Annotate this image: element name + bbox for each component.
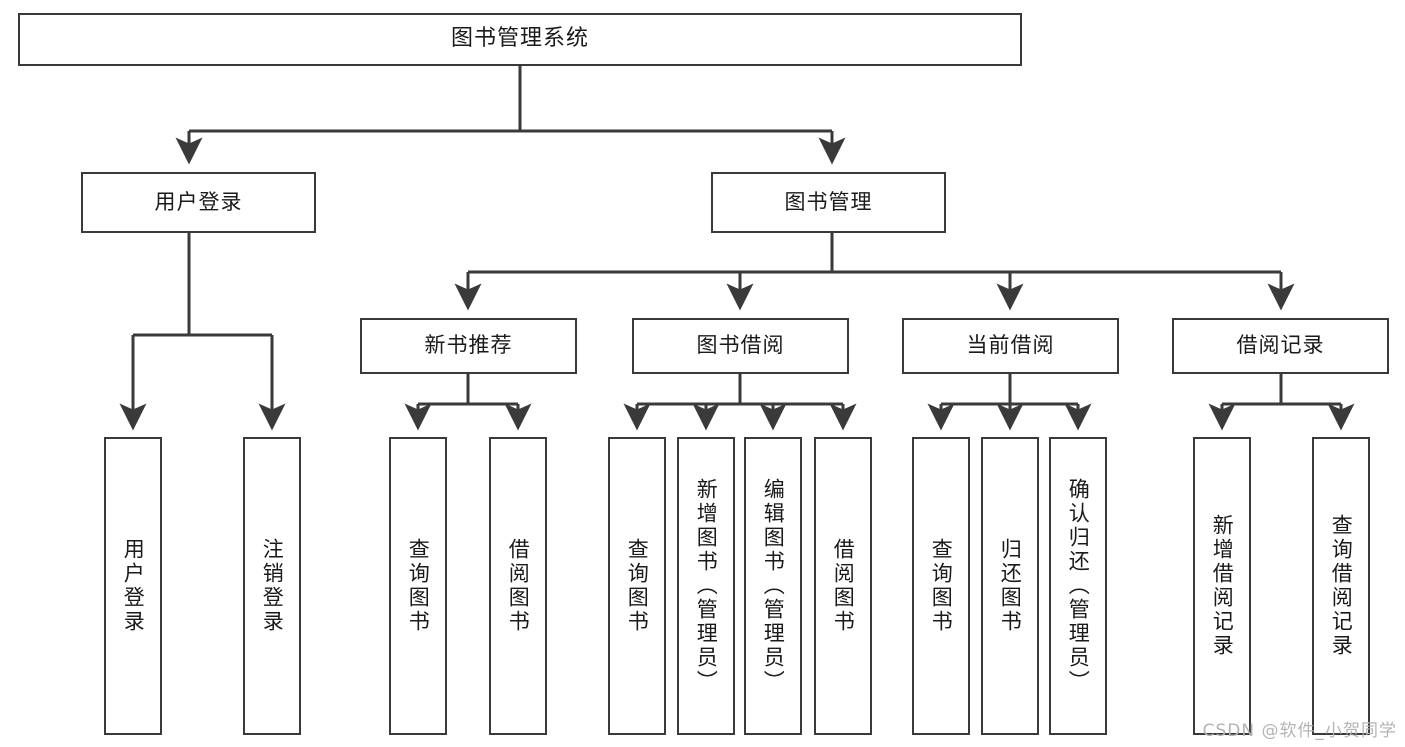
leaf-record-add-record[interactable]: 新增借阅记录 bbox=[1193, 437, 1251, 735]
leaf-user-login-logout[interactable]: 注销登录 bbox=[243, 437, 301, 735]
leaf-label: 借阅图书 bbox=[831, 538, 856, 634]
node-new-book-recommend[interactable]: 新书推荐 bbox=[360, 318, 577, 374]
leaf-user-login-login[interactable]: 用户登录 bbox=[104, 437, 162, 735]
leaf-record-query-record[interactable]: 查询借阅记录 bbox=[1312, 437, 1370, 735]
leaf-label: 新增图书（管理员） bbox=[694, 478, 719, 694]
leaf-label: 确认归还（管理员） bbox=[1066, 478, 1091, 694]
leaf-label: 查询图书 bbox=[406, 538, 431, 634]
leaf-borrow-query-book[interactable]: 查询图书 bbox=[608, 437, 666, 735]
leaf-label: 归还图书 bbox=[998, 538, 1023, 634]
leaf-current-return-book[interactable]: 归还图书 bbox=[981, 437, 1039, 735]
node-book-borrow[interactable]: 图书借阅 bbox=[632, 318, 849, 374]
node-book-management[interactable]: 图书管理 bbox=[711, 172, 946, 233]
leaf-borrow-borrow-book[interactable]: 借阅图书 bbox=[814, 437, 872, 735]
leaf-label: 借阅图书 bbox=[506, 538, 531, 634]
watermark: CSDN @软件_小贺同学 bbox=[1202, 721, 1397, 741]
leaf-label: 编辑图书（管理员） bbox=[761, 478, 786, 694]
leaf-recommend-borrow-book[interactable]: 借阅图书 bbox=[489, 437, 547, 735]
leaf-label: 新增借阅记录 bbox=[1210, 514, 1235, 658]
leaf-label: 查询借阅记录 bbox=[1329, 514, 1354, 658]
leaf-recommend-query-book[interactable]: 查询图书 bbox=[389, 437, 447, 735]
leaf-borrow-add-book-admin[interactable]: 新增图书（管理员） bbox=[677, 437, 735, 735]
node-borrow-record[interactable]: 借阅记录 bbox=[1172, 318, 1389, 374]
node-root-system[interactable]: 图书管理系统 bbox=[18, 13, 1022, 66]
node-user-login[interactable]: 用户登录 bbox=[81, 172, 316, 233]
leaf-current-query-book[interactable]: 查询图书 bbox=[912, 437, 970, 735]
leaf-current-confirm-return-admin[interactable]: 确认归还（管理员） bbox=[1049, 437, 1107, 735]
leaf-label: 用户登录 bbox=[121, 538, 146, 634]
node-current-borrow[interactable]: 当前借阅 bbox=[902, 318, 1119, 374]
leaf-borrow-edit-book-admin[interactable]: 编辑图书（管理员） bbox=[744, 437, 802, 735]
leaf-label: 查询图书 bbox=[625, 538, 650, 634]
leaf-label: 查询图书 bbox=[929, 538, 954, 634]
leaf-label: 注销登录 bbox=[260, 538, 285, 634]
